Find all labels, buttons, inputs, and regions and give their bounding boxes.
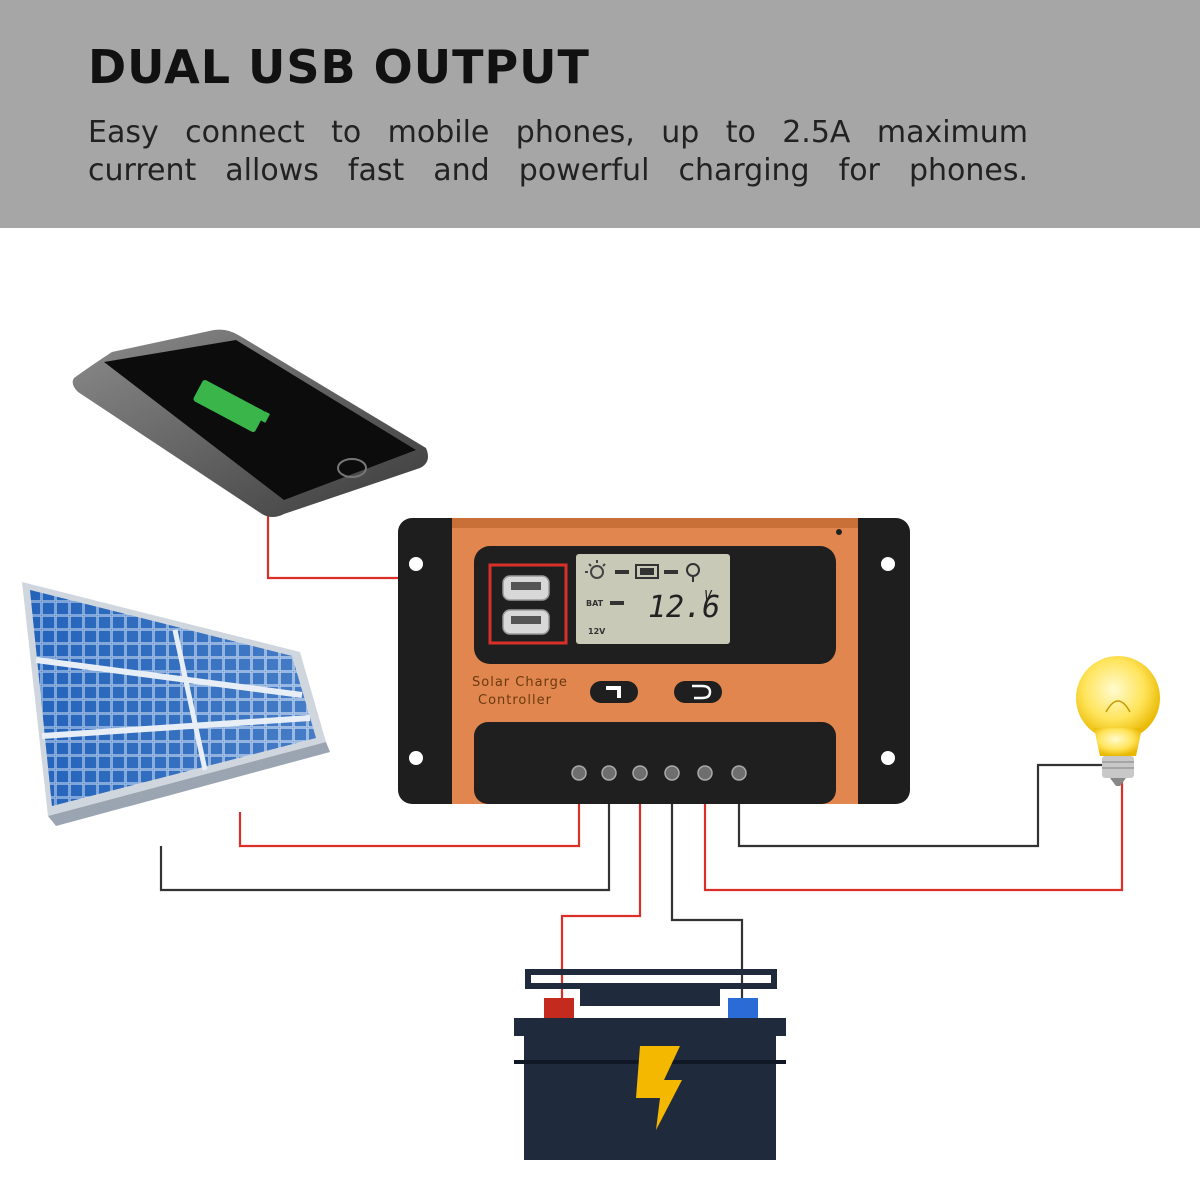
wire-load-negative	[737, 763, 1108, 848]
usb-port-icon	[502, 575, 550, 601]
wire-battery-negative	[670, 774, 744, 1000]
mount-hole	[409, 557, 423, 571]
banner-description: Easy connect to mobile phones, up to 2.5…	[88, 114, 1028, 190]
banner-description-line-1: Easy connect to mobile phones, up to 2.5…	[88, 115, 1028, 150]
terminal-battery-positive	[632, 765, 648, 781]
bulb-lcd-icon	[686, 563, 700, 582]
return-button[interactable]	[674, 681, 722, 703]
terminal-load-negative	[731, 765, 747, 781]
terminal-row	[571, 765, 747, 781]
usb-port-icon	[502, 609, 550, 635]
mount-hole	[881, 557, 895, 571]
wire-solar-positive	[238, 774, 581, 848]
terminal-battery-negative	[664, 765, 680, 781]
banner-title: DUAL USB OUTPUT	[88, 40, 590, 94]
header-banner: DUAL USB OUTPUT Easy connect to mobile p…	[0, 0, 1200, 228]
battery-icon	[514, 969, 786, 1160]
mount-hole	[881, 751, 895, 765]
menu-icon	[606, 686, 621, 698]
terminal-solar-negative	[601, 765, 617, 781]
menu-button[interactable]	[590, 681, 638, 703]
solar-panel-icon	[22, 582, 330, 826]
light-bulb-icon	[1076, 656, 1160, 786]
usb-highlight	[488, 563, 568, 645]
lcd-mode-label: 12V	[588, 627, 606, 636]
sun-icon	[585, 560, 606, 579]
mount-hole	[409, 751, 423, 765]
lightning-bolt-icon	[636, 1046, 682, 1130]
solar-charge-controller: BAT 12V 12.6 V Solar Charge Controller	[398, 518, 910, 804]
lcd-unit: V	[704, 589, 713, 604]
lcd-bat-label: BAT	[586, 599, 604, 608]
wire-battery-positive	[560, 774, 642, 1000]
terminal-solar-positive	[571, 765, 587, 781]
controller-label-line-2: Controller	[478, 693, 552, 708]
terminal-load-positive	[697, 765, 713, 781]
smartphone-icon	[72, 329, 429, 517]
banner-description-line-2: current allows fast and powerful chargin…	[88, 153, 1028, 188]
return-icon	[692, 684, 712, 700]
controller-label-line-1: Solar Charge	[472, 675, 568, 690]
wire-load-positive	[703, 774, 1124, 892]
wire-solar-negative	[159, 774, 611, 892]
lcd-voltage: 12.6	[648, 590, 720, 625]
battery-lcd-icon	[635, 564, 659, 579]
